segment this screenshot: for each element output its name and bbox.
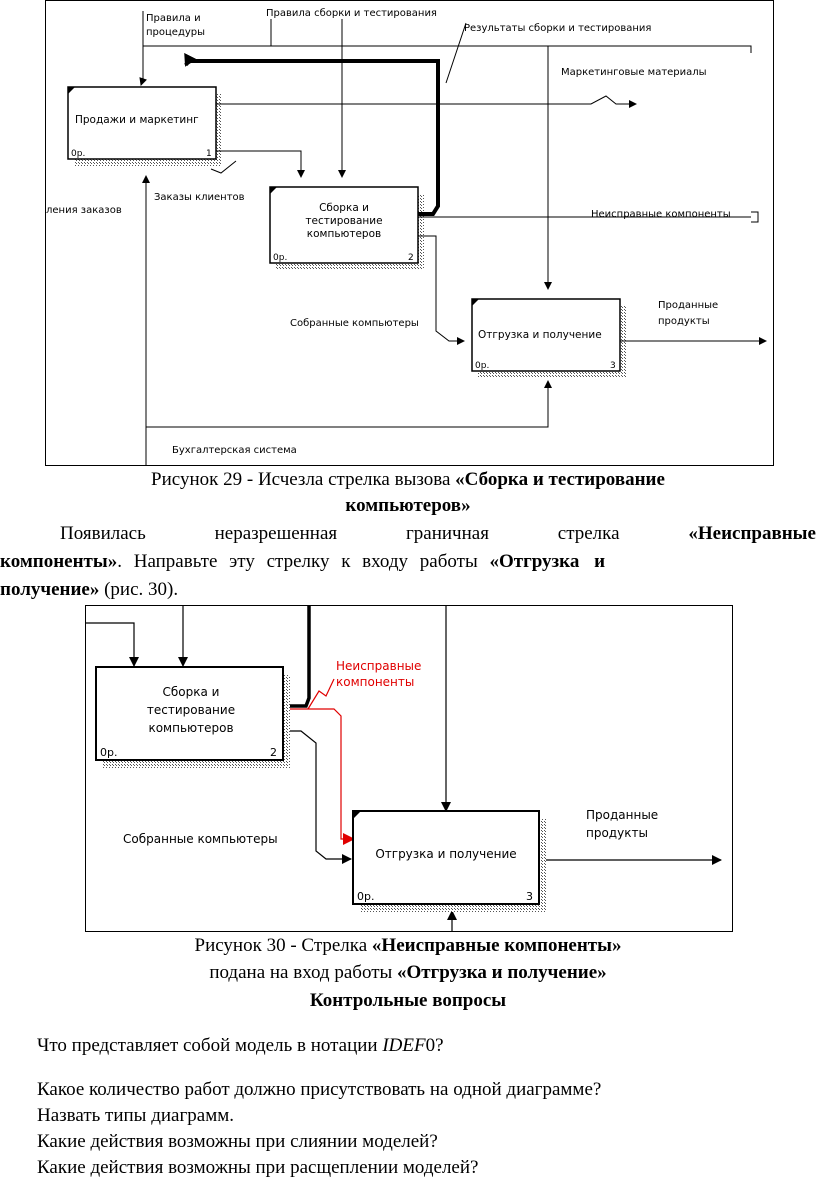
paragraph-line-3: получение» (рис. 30). bbox=[0, 578, 816, 602]
box2-label-line2: тестирование bbox=[305, 215, 382, 227]
box1-label: Продажи и маркетинг bbox=[75, 114, 199, 126]
q1-suffix: 0? bbox=[425, 1035, 444, 1056]
q1-italic: IDEF bbox=[382, 1035, 426, 1056]
figure29-labels: Правила и процедуры Правила сборки и тес… bbox=[46, 8, 731, 456]
box3-node: 0р. bbox=[475, 361, 489, 371]
fig30-box3-number: 3 bbox=[526, 890, 533, 903]
fig30-box2-line2: тестирование bbox=[147, 703, 235, 717]
fig30-box2-node: 0р. bbox=[100, 746, 117, 759]
fig30-box2-number: 2 bbox=[270, 746, 277, 759]
label-orders-left: ления заказов bbox=[46, 205, 122, 216]
question-4: Какие действия возможны при слиянии моде… bbox=[37, 1131, 438, 1152]
caption-figure-29-line2: компьютеров» bbox=[0, 494, 816, 518]
label-faulty: Неисправные компоненты bbox=[591, 209, 731, 220]
caption29-prefix: Рисунок 29 - Исчезла стрелка вызова bbox=[151, 469, 456, 490]
para-word3: граничная bbox=[405, 523, 489, 544]
label-assembly-results: Результаты сборки и тестирования bbox=[464, 23, 651, 34]
label-assembly-rules: Правила сборки и тестирования bbox=[266, 8, 437, 19]
fig30-sold-1: Проданные bbox=[586, 808, 658, 822]
caption-figure-30-line2: подана на вход работы «Отгрузка и получе… bbox=[0, 961, 816, 985]
para-word1: Появилась bbox=[60, 523, 146, 544]
figure-30-diagram: Сборка и тестирование компьютеров 0р. 2 … bbox=[85, 605, 733, 932]
box1-node: 0р. bbox=[71, 149, 85, 159]
question-5: Какие действия возможны при расщеплении … bbox=[37, 1157, 479, 1178]
box-shipping-receiving: Отгрузка и получение 0р. 3 bbox=[352, 810, 546, 912]
caption29-bold2: компьютеров» bbox=[345, 495, 471, 516]
feedback-arrow-bold bbox=[184, 52, 440, 216]
label-sold-1: Проданные bbox=[658, 300, 718, 311]
label-rules-1: Правила и bbox=[146, 13, 201, 24]
figure30-arrows bbox=[86, 606, 722, 931]
box-shipping-receiving: Отгрузка и получение 0р. 3 bbox=[471, 298, 626, 378]
label-marketing-materials: Маркетинговые материалы bbox=[561, 67, 707, 78]
label-rules-2: процедуры bbox=[146, 27, 205, 38]
caption29-bold1: «Сборка и тестирование bbox=[455, 469, 665, 490]
para-bold3: «Отгрузка и bbox=[489, 551, 606, 572]
box-assembly-testing: Сборка и тестирование компьютеров 0р. 2 bbox=[269, 186, 424, 270]
fig30-box3-label: Отгрузка и получение bbox=[375, 847, 516, 861]
para-word2: неразрешенная bbox=[214, 523, 338, 544]
caption30-prefix1: Рисунок 30 - Стрелка bbox=[194, 935, 372, 956]
figure30-labels: Неисправные компоненты Собранные компьют… bbox=[123, 659, 658, 846]
para-rest2: . Направьте эту стрелку к входу работы bbox=[117, 551, 490, 572]
box3-number: 3 bbox=[610, 361, 616, 371]
paragraph-line-1: Появилась неразрешенная граничная стрелк… bbox=[0, 522, 816, 546]
label-sold-2: продукты bbox=[658, 316, 710, 327]
caption-figure-30-line1: Рисунок 30 - Стрелка «Неисправные компон… bbox=[0, 934, 816, 958]
fig30-box2-line1: Сборка и bbox=[163, 685, 220, 699]
caption30-bold1: «Неисправные компоненты» bbox=[371, 935, 622, 956]
fig30-assembled: Собранные компьютеры bbox=[123, 832, 278, 846]
label-client-orders: Заказы клиентов bbox=[154, 192, 245, 203]
para-bold4: получение» bbox=[0, 579, 100, 600]
box2-node: 0р. bbox=[273, 253, 287, 263]
caption-figure-29: Рисунок 29 - Исчезла стрелка вызова «Сбо… bbox=[0, 468, 816, 492]
question-1: Что представляет собой модель в нотации … bbox=[37, 1034, 444, 1058]
para-bold2: компоненты» bbox=[0, 551, 118, 572]
question-2: Какое количество работ должно присутство… bbox=[37, 1079, 602, 1100]
box1-number: 1 bbox=[206, 149, 212, 159]
caption30-bold2: «Отгрузка и получение» bbox=[397, 962, 607, 983]
box3-label: Отгрузка и получение bbox=[478, 329, 602, 341]
para-word4: стрелка bbox=[557, 523, 620, 544]
label-assembled: Собранные компьютеры bbox=[290, 318, 419, 329]
faulty-components-red-arrow bbox=[284, 678, 355, 845]
feedback-arrow-bold bbox=[284, 606, 311, 708]
fig30-box2-line3: компьютеров bbox=[148, 721, 233, 735]
fig30-sold-2: продукты bbox=[586, 826, 648, 840]
fig30-faulty-2: компоненты bbox=[336, 675, 414, 689]
box2-label-line3: компьютеров bbox=[307, 228, 381, 240]
caption30-prefix2: подана на вход работы bbox=[209, 962, 398, 983]
fig30-box3-node: 0р. bbox=[357, 890, 374, 903]
label-accounting: Бухгалтерская система bbox=[172, 445, 297, 456]
figure-29-diagram: Продажи и маркетинг 0р. 1 Сборка и тести… bbox=[45, 0, 774, 466]
question-3: Назвать типы диаграмм. bbox=[37, 1105, 234, 1126]
figure29-arrows bbox=[139, 11, 767, 465]
para-rest3: (рис. 30). bbox=[99, 579, 179, 600]
box-assembly-testing: Сборка и тестирование компьютеров 0р. 2 bbox=[95, 666, 290, 768]
paragraph-line-2: компоненты». Направьте эту стрелку к вхо… bbox=[0, 550, 816, 574]
box-sales-marketing: Продажи и маркетинг 0р. 1 bbox=[67, 86, 222, 166]
box2-number: 2 bbox=[408, 253, 414, 263]
para-bold1: «Неисправные bbox=[688, 523, 816, 544]
q1-prefix: Что представляет собой модель в нотации bbox=[37, 1035, 383, 1056]
fig30-faulty-1: Неисправные bbox=[336, 659, 421, 673]
heading-control-questions: Контрольные вопросы bbox=[309, 990, 507, 1011]
section-heading: Контрольные вопросы bbox=[0, 989, 816, 1013]
box2-label-line1: Сборка и bbox=[319, 202, 369, 214]
